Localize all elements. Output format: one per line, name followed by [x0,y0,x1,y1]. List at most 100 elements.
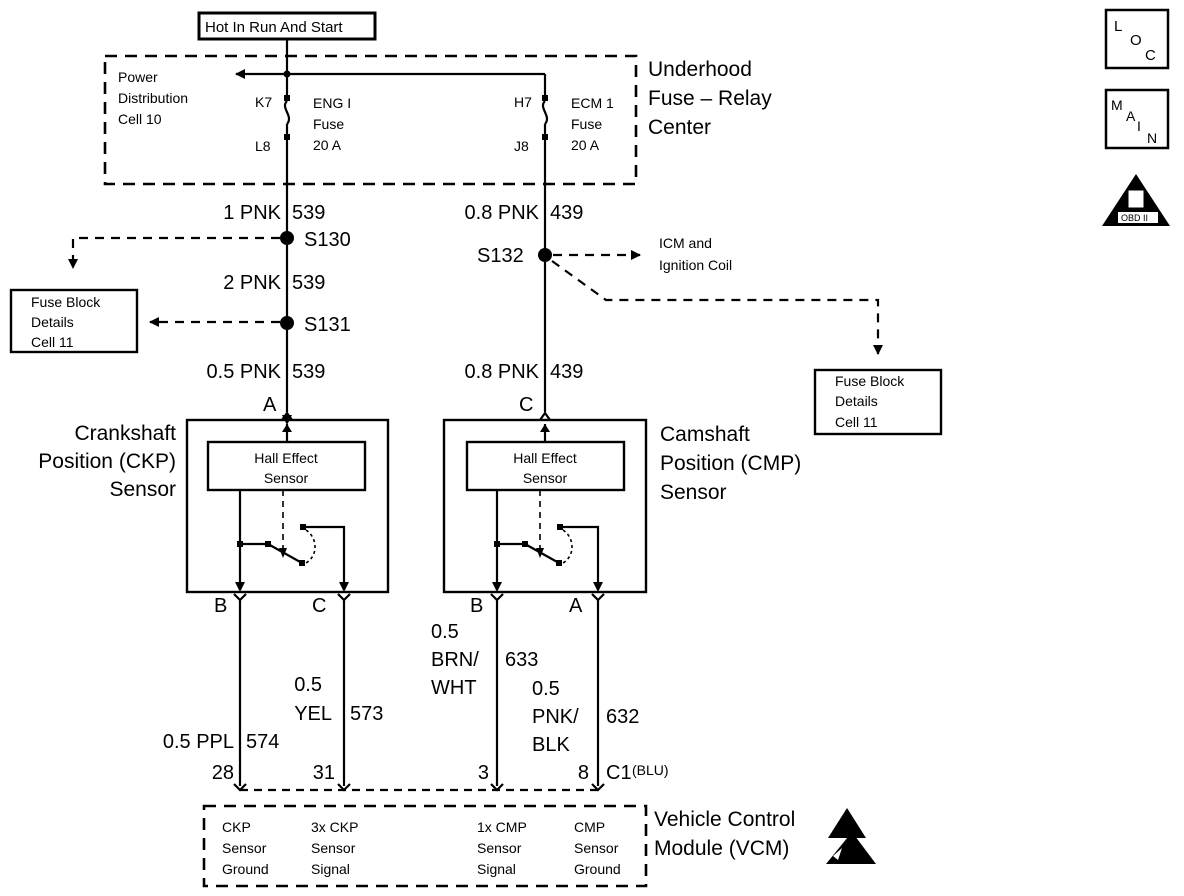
svg-text:M: M [1111,97,1123,113]
svg-text:Position (CKP): Position (CKP) [38,450,176,473]
svg-text:Sensor: Sensor [264,470,309,486]
svg-text:20 A: 20 A [313,137,342,153]
svg-text:Distribution: Distribution [118,90,188,106]
svg-text:Sensor: Sensor [523,470,568,486]
svg-text:3x CKP: 3x CKP [311,819,358,835]
eng-fuse: K7 L8 ENG I Fuse 20 A [255,74,351,236]
svg-text:Fuse Block: Fuse Block [835,373,905,389]
wire-08-pnk-a: 0.8 PNK [465,202,540,224]
wire-3-pnk: 0.5 PNK [207,361,282,383]
svg-text:Hall Effect: Hall Effect [513,450,577,466]
svg-text:Fuse – Relay: Fuse – Relay [648,87,772,110]
svg-text:Underhood: Underhood [648,58,752,81]
vcm-pin-8: 8 [578,762,589,784]
svg-text:ENG I: ENG I [313,95,351,111]
svg-text:Sensor: Sensor [660,481,727,504]
k7-pin: K7 [255,94,272,110]
svg-text:Fuse Block: Fuse Block [31,294,101,310]
svg-text:20 A: 20 A [571,137,600,153]
vcm-cmp-signal-cell: 1x CMP Sensor Signal [477,819,527,877]
ckp-pin-a: A [263,394,277,416]
cmp-ground-wire-label: 0.5 PNK/ BLK 632 8 [532,678,639,784]
svg-text:A: A [1126,108,1136,124]
svg-text:S132: S132 [477,245,524,267]
cmp-signal-wire-label: 0.5 BRN/ WHT 633 3 [431,621,538,784]
vcm-ckp-ground-cell: CKP Sensor Ground [222,819,269,877]
svg-text:Module (VCM): Module (VCM) [654,837,789,860]
vcm-title: Vehicle Control Module (VCM) [654,808,795,860]
svg-text:573: 573 [350,703,383,725]
svg-text:C1: C1 [606,762,632,784]
svg-text:Sensor: Sensor [311,840,356,856]
ckp-pin-c: C [312,595,326,617]
esd-warning-icon [826,808,876,864]
svg-text:S130: S130 [304,229,351,251]
wire-08-pnk-b: 0.8 PNK [465,361,540,383]
circuit-439-a: 439 [550,202,583,224]
svg-text:WHT: WHT [431,677,477,699]
cmp-sensor: Camshaft Position (CMP) Sensor C Hall Ef… [442,394,801,617]
vcm-pin-31: 31 [313,762,335,784]
svg-text:0.5: 0.5 [294,674,322,696]
wire-2-pnk: 2 PNK [223,272,281,294]
svg-text:Sensor: Sensor [109,478,176,501]
svg-text:Position (CMP): Position (CMP) [660,452,801,475]
splice-s131 [280,316,294,330]
svg-text:S131: S131 [304,314,351,336]
svg-text:Sensor: Sensor [222,840,267,856]
svg-text:Power: Power [118,69,158,85]
svg-text:Crankshaft: Crankshaft [74,422,176,445]
svg-text:L: L [1114,18,1122,35]
hot-in-run-text: Hot In Run And Start [205,19,343,36]
circuit-539-a: 539 [292,202,325,224]
main-icon[interactable]: M A I N [1104,88,1170,150]
svg-text:Details: Details [835,393,878,409]
svg-text:0.5 PPL: 0.5 PPL [163,731,234,753]
ckp-pin-b: B [214,595,227,617]
svg-text:BRN/: BRN/ [431,649,479,671]
svg-text:0.5: 0.5 [431,621,459,643]
cmp-pin-b: B [470,595,483,617]
svg-text:C: C [1145,47,1156,64]
ckp-ground-wire-label: 0.5 PPL 574 28 [163,731,280,784]
svg-text:Signal: Signal [311,861,350,877]
circuit-539-b: 539 [292,272,325,294]
svg-text:CMP: CMP [574,819,605,835]
svg-text:Camshaft: Camshaft [660,423,750,446]
l8-pin: L8 [255,138,271,154]
power-distribution-label: Power Distribution Cell 10 [118,69,188,127]
svg-text:Cell 10: Cell 10 [118,111,162,127]
svg-text:ECM 1: ECM 1 [571,95,614,111]
wire-1-pnk: 1 PNK [223,202,281,224]
loc-icon[interactable]: L O C [1104,8,1170,70]
svg-text:Sensor: Sensor [574,840,619,856]
svg-text:Center: Center [648,116,711,139]
icm-ignition-coil-label: ICM and Ignition Coil [659,235,732,273]
splice-s132 [538,248,552,262]
svg-text:I: I [1137,118,1141,134]
obd-ii-icon[interactable]: OBD II [1102,174,1170,226]
svg-text:Fuse: Fuse [313,116,344,132]
svg-text:BLK: BLK [532,734,570,756]
h7-pin: H7 [514,94,532,110]
svg-text:Ground: Ground [222,861,269,877]
svg-text:Ignition Coil: Ignition Coil [659,257,732,273]
svg-text:OBD II: OBD II [1121,213,1148,223]
fuse-block-details-right[interactable] [813,368,943,436]
ckp-sensor: Crankshaft Position (CKP) Sensor A Hall … [38,394,390,617]
cmp-pin-c: C [519,394,533,416]
svg-text:PNK/: PNK/ [532,706,579,728]
fuse-block-details-left[interactable] [9,288,139,354]
circuit-439-b: 439 [550,361,583,383]
vcm-pin-28: 28 [212,762,234,784]
svg-text:Cell 11: Cell 11 [31,334,74,350]
vcm-box [202,804,648,888]
ckp-hall-effect-sensor [206,440,367,492]
cmp-hall-effect-sensor [465,440,626,492]
circuit-539-c: 539 [292,361,325,383]
svg-text:632: 632 [606,706,639,728]
svg-text:Details: Details [31,314,74,330]
j8-pin: J8 [514,138,529,154]
svg-text:Vehicle Control: Vehicle Control [654,808,795,831]
